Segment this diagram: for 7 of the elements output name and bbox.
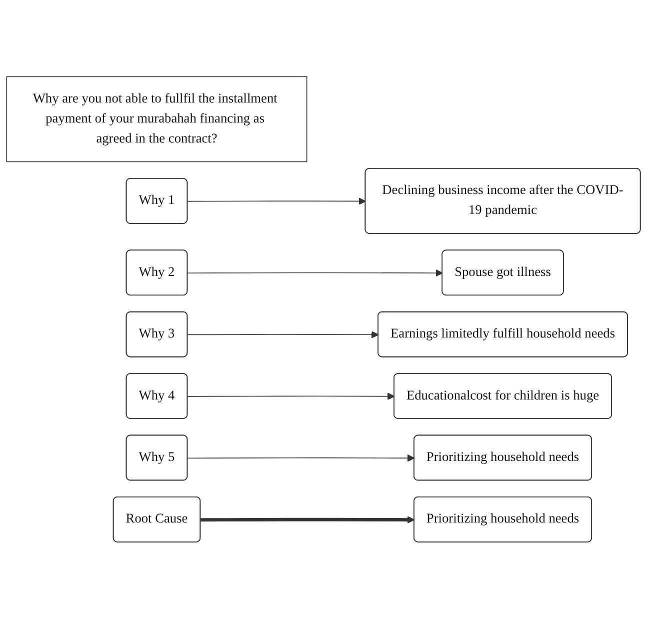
arrow [187,197,366,205]
arrow [200,516,415,524]
arrow [187,330,379,338]
node-box: Why are you not able to fullfil the installment payment of your murabahah financing as agreed in the contract? [6,76,308,162]
arrow [187,392,395,400]
arrow [187,454,415,462]
arrow [187,269,443,276]
